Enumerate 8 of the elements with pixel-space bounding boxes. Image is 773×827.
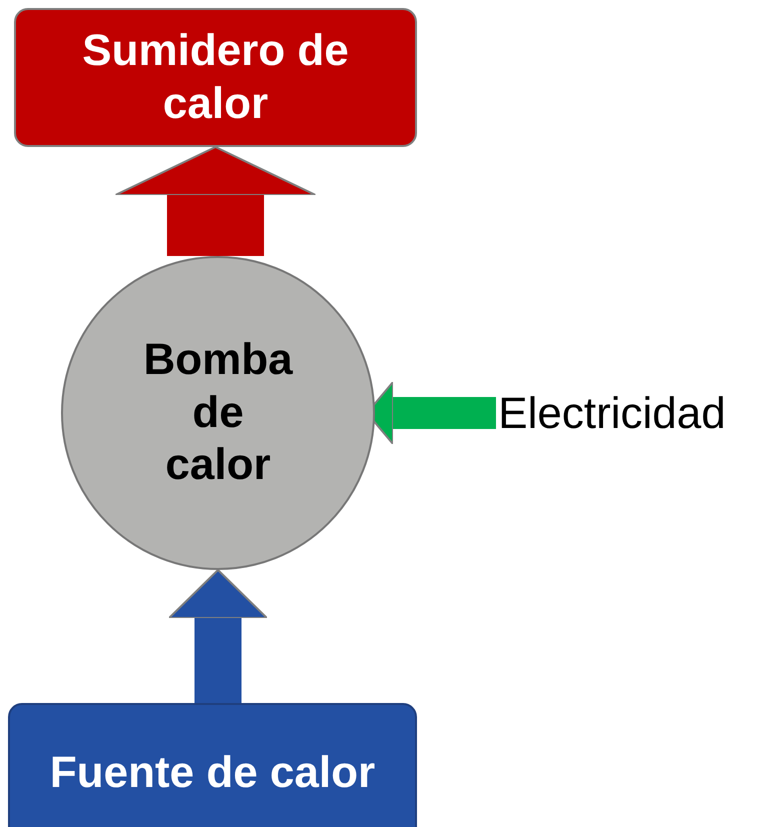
process-box [8,703,417,827]
block-arrow [114,146,316,256]
input-label: Electricidad [498,388,726,440]
process-box [14,8,417,147]
node-label: Bomba de calor [142,334,294,492]
node-label: Sumidero de calor [81,24,350,130]
node-label: Fuente de calor [50,746,376,799]
block-arrow [168,569,268,703]
